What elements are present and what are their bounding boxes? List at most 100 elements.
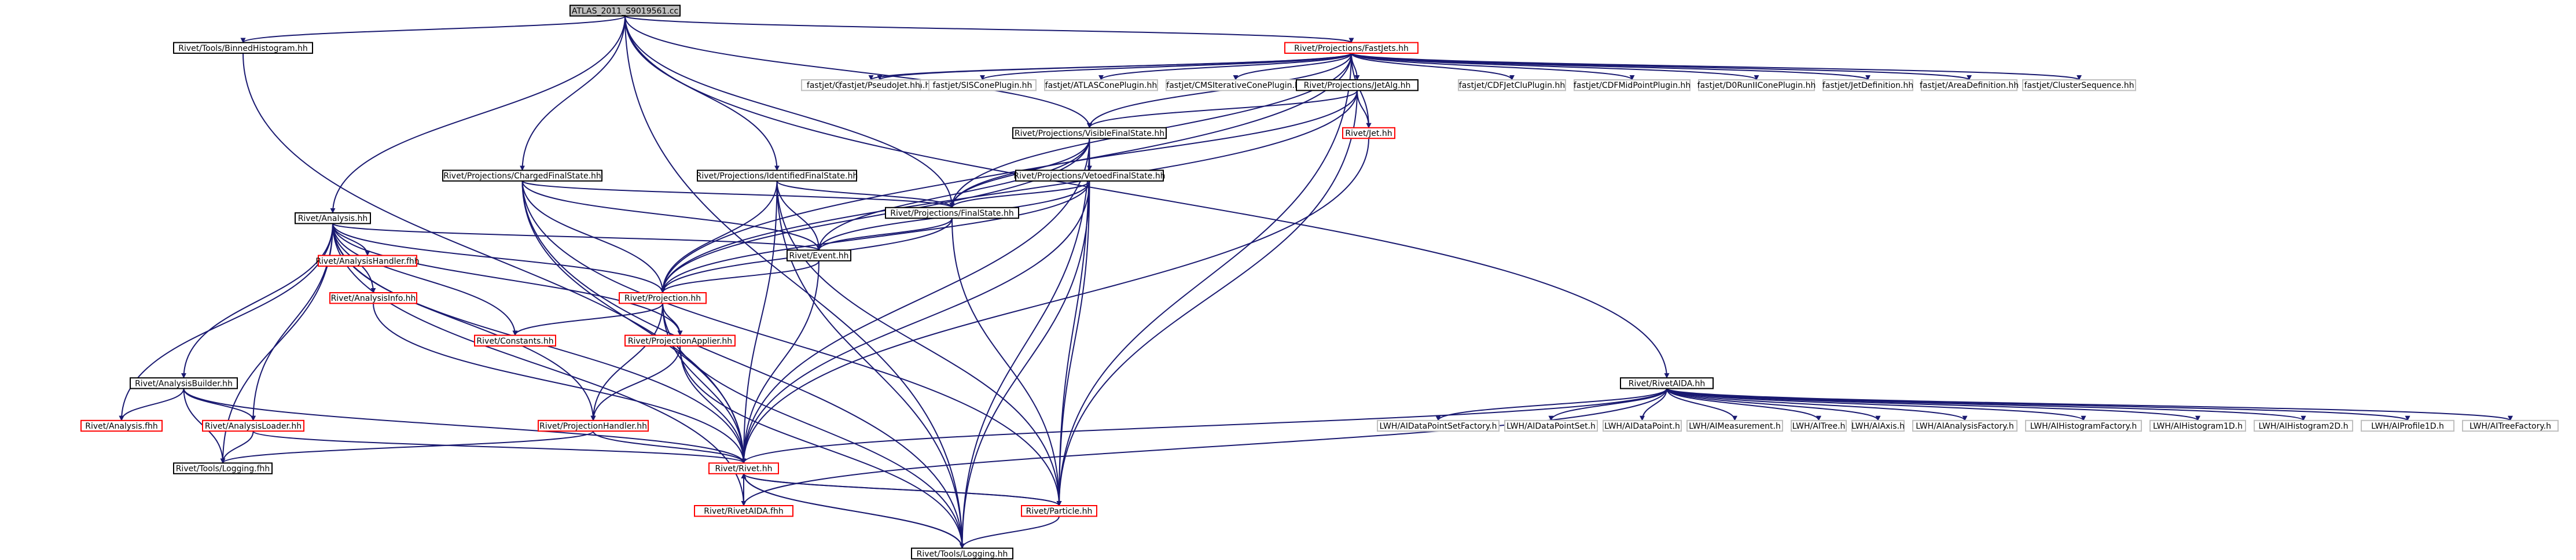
- node-analysishandler[interactable]: Rivet/AnalysisHandler.fhh: [315, 255, 420, 267]
- node-box: [1458, 79, 1566, 91]
- dependency-edge: [1666, 388, 2086, 421]
- node-box: [1851, 419, 1905, 432]
- edge-vetoed-to-logginghh: [960, 180, 1090, 549]
- edge-root-to-charged: [520, 16, 626, 171]
- dependency-edge: [521, 180, 955, 208]
- node-label: LWH/AIDataPoint.h: [1604, 422, 1680, 431]
- node-label: Rivet/Projections/VetoedFinalState.hh: [1013, 172, 1165, 181]
- node-fj_cdfmp: fastjet/CDFMidPointPlugin.hh: [1574, 79, 1691, 91]
- node-label: Rivet/AnalysisInfo.hh: [331, 294, 416, 303]
- node-projection[interactable]: Rivet/Projection.hh: [619, 292, 707, 304]
- node-label: LWH/AIMeasurement.h: [1689, 422, 1781, 431]
- dependency-edge: [1351, 53, 2082, 80]
- dependency-edge: [181, 223, 333, 379]
- node-label: Rivet/Projections/FinalState.hh: [890, 209, 1013, 218]
- node-label: fastjet/PseudoJet.hh: [839, 81, 920, 90]
- node-box: [697, 170, 857, 182]
- node-label: Rivet/AnalysisHandler.fhh: [315, 257, 419, 266]
- edge-identified-to-event: [776, 180, 822, 251]
- node-lw_dpsf: LWH/AIDataPointSetFactory.h: [1377, 419, 1500, 432]
- node-analysisfhh[interactable]: Rivet/Analysis.fhh: [80, 419, 163, 432]
- edge-particle-to-logginghh: [960, 516, 1060, 549]
- node-constants[interactable]: Rivet/Constants.hh: [474, 334, 556, 347]
- node-lw_tree: LWH/AITree.h: [1791, 419, 1847, 432]
- edge-root-to-analysis: [330, 16, 626, 213]
- node-lw_meas: LWH/AIMeasurement.h: [1686, 419, 1783, 432]
- dependency-edge: [1056, 53, 1352, 506]
- node-rivetaidafhh[interactable]: Rivet/RivetAIDA.fhh: [694, 505, 793, 517]
- node-lw_h2: LWH/AIHistogram2D.h: [2254, 419, 2353, 432]
- node-binned[interactable]: Rivet/Tools/BinnedHistogram.hh: [173, 42, 313, 54]
- dependency-edge: [1548, 388, 1667, 421]
- node-visible[interactable]: Rivet/Projections/VisibleFinalState.hh: [1012, 127, 1167, 139]
- edge-rivetaida-to-lw_axis: [1666, 388, 1881, 421]
- dependency-edge: [521, 180, 1062, 506]
- dependency-edge: [1233, 53, 1352, 80]
- node-particle[interactable]: Rivet/Particle.hh: [1021, 505, 1097, 517]
- node-label: Rivet/Projections/IdentifiedFinalState.h…: [696, 172, 858, 181]
- edge-analysis-to-projapplier: [332, 223, 683, 336]
- edge-jetalg-to-projection: [660, 90, 1358, 293]
- node-finalstate[interactable]: Rivet/Projections/FinalState.hh: [885, 207, 1019, 219]
- edge-vetoed-to-rivethh: [741, 180, 1090, 464]
- dependency-edge: [1098, 53, 1352, 80]
- dependency-edge: [776, 180, 822, 251]
- node-jet[interactable]: Rivet/Jet.hh: [1342, 127, 1395, 139]
- node-fj_sis: fastjet/SISConePlugin.hh: [928, 79, 1037, 91]
- node-analysisbuilder[interactable]: Rivet/AnalysisBuilder.hh: [130, 377, 238, 389]
- node-label: LWH/AIHistogramFactory.h: [2030, 422, 2137, 431]
- node-fastjets[interactable]: Rivet/Projections/FastJets.hh: [1284, 42, 1419, 54]
- edge-rivetaida-to-lw_dpsf: [1435, 388, 1667, 421]
- node-box: [1021, 505, 1097, 517]
- edge-root-to-identified: [624, 16, 780, 171]
- edge-projection-to-constants: [512, 303, 663, 336]
- node-label: fastjet/ATLASConePlugin.hh: [1045, 81, 1157, 90]
- node-rivethh[interactable]: Rivet/Rivet.hh: [708, 462, 779, 474]
- dependency-edge: [1666, 388, 2306, 421]
- node-label: Rivet/Particle.hh: [1026, 507, 1093, 516]
- node-projhandler[interactable]: Rivet/ProjectionHandler.hh: [538, 419, 649, 432]
- dependency-edge: [660, 90, 1358, 293]
- edge-projection-to-rivethh: [662, 303, 747, 464]
- edge-projection-to-projapplier: [662, 303, 683, 336]
- edge-charged-to-event: [521, 180, 822, 251]
- node-vetoed[interactable]: Rivet/Projections/VetoedFinalState.hh: [1013, 170, 1166, 182]
- dependency-edge: [741, 138, 1369, 464]
- node-lw_dps: LWH/AIDataPointSet.h: [1504, 419, 1598, 432]
- edge-rivetaida-to-lw_meas: [1666, 388, 1737, 421]
- node-jetalg[interactable]: Rivet/Projections/JetAlg.hh: [1296, 79, 1419, 91]
- node-analysisinfo[interactable]: Rivet/AnalysisInfo.hh: [329, 292, 417, 304]
- node-rivetaida[interactable]: Rivet/RivetAIDA.hh: [1620, 377, 1714, 389]
- dependency-edge: [1351, 53, 1515, 80]
- edge-analysis-to-analysisbuilder: [181, 223, 333, 379]
- edge-projapplier-to-rivethh: [679, 345, 747, 464]
- edge-fastjets-to-fj_sis: [980, 53, 1352, 80]
- edge-jetalg-to-particle: [1056, 90, 1358, 506]
- node-identified[interactable]: Rivet/Projections/IdentifiedFinalState.h…: [696, 170, 858, 182]
- edge-analysis-to-analysisfhh: [119, 223, 333, 421]
- node-charged[interactable]: Rivet/Projections/ChargedFinalState.hh: [442, 170, 602, 182]
- node-label: LWH/AITreeFactory.h: [2470, 422, 2551, 431]
- edge-analysis-to-analysisloader: [251, 223, 333, 421]
- node-box: [1912, 419, 2018, 432]
- dependency-edge: [741, 473, 1060, 506]
- node-analysis[interactable]: Rivet/Analysis.hh: [295, 212, 371, 224]
- node-box: [2022, 79, 2136, 91]
- edge-fastjets-to-fj_cdfmp: [1351, 53, 1635, 80]
- node-label: Rivet/Projection.hh: [624, 294, 701, 303]
- node-event[interactable]: Rivet/Event.hh: [787, 249, 851, 261]
- edge-charged-to-logginghh: [521, 180, 965, 549]
- edge-root-to-visible: [624, 16, 1092, 128]
- node-projapplier[interactable]: Rivet/ProjectionApplier.hh: [624, 334, 736, 347]
- node-analysisloader[interactable]: Rivet/AnalysisLoader.hh: [202, 419, 304, 432]
- node-toolslogfhh[interactable]: Rivet/Tools/Logging.fhh: [173, 462, 273, 474]
- node-label: fastjet/ClusterSequence.hh: [2024, 81, 2134, 90]
- node-fj_cms: fastjet/CMSIterativeConePlugin.hh: [1166, 79, 1306, 91]
- dependency-edge: [741, 473, 963, 548]
- nodes-layer: ATLAS_2011_S9019561.ccRivet/Tools/Binned…: [80, 5, 2559, 559]
- node-box: [1791, 419, 1847, 432]
- dependency-edge: [332, 223, 596, 421]
- edge-fastjets-to-projection: [660, 53, 1352, 293]
- node-logginghh[interactable]: Rivet/Tools/Logging.hh: [911, 547, 1013, 559]
